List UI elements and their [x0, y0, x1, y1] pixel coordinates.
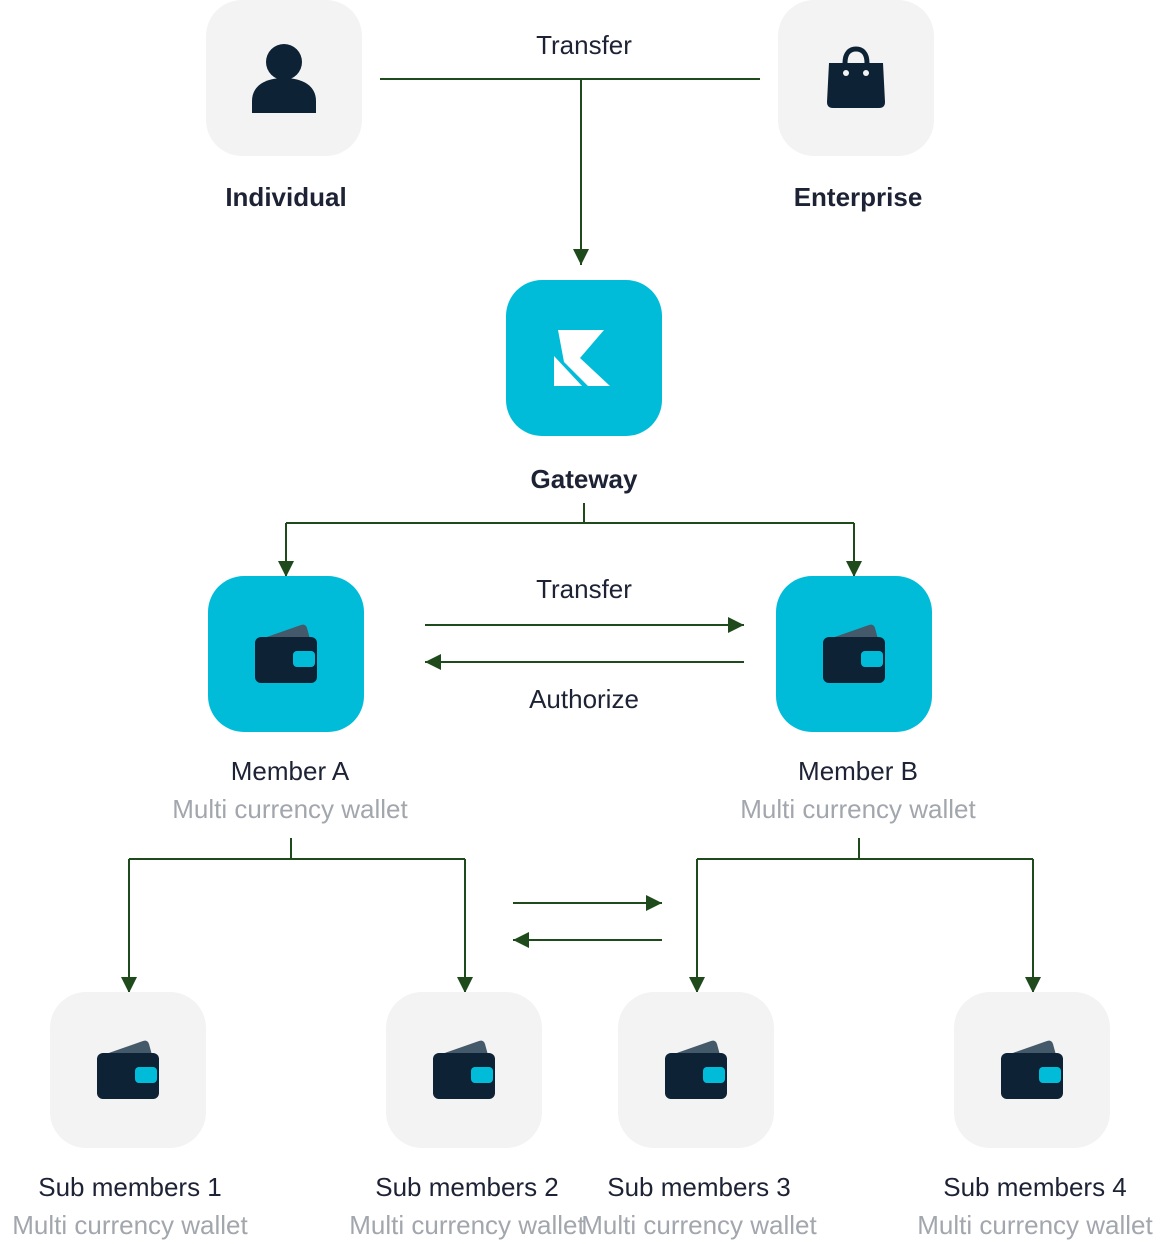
wallet-icon: [433, 1040, 495, 1099]
authorize-label: Authorize: [529, 684, 639, 714]
gateway-logo-icon: [554, 330, 610, 386]
sub-member-4-sublabel: Multi currency wallet: [917, 1210, 1153, 1240]
wallet-icon: [665, 1040, 727, 1099]
transfer-label: Transfer: [536, 574, 632, 604]
gateway-label: Gateway: [530, 464, 638, 494]
sub-member-1-sublabel: Multi currency wallet: [12, 1210, 248, 1240]
enterprise-label: Enterprise: [793, 182, 923, 212]
wallet-icon: [255, 624, 317, 683]
sub-member-4-label: Sub members 4: [943, 1172, 1127, 1202]
sub-member-2-sublabel: Multi currency wallet: [349, 1210, 585, 1240]
wallet-icon: [823, 624, 885, 683]
sub-member-3-label: Sub members 3: [607, 1172, 791, 1202]
transfer-label-top: Transfer: [536, 30, 632, 60]
sub-member-1-label: Sub members 1: [38, 1172, 222, 1202]
sub-member-1-node: [50, 992, 206, 1148]
member-b-label: Member B: [798, 756, 918, 786]
individual-node: [206, 0, 362, 156]
wallet-icon: [97, 1040, 159, 1099]
member-b-sublabel: Multi currency wallet: [740, 794, 976, 824]
sub-member-2-node: [386, 992, 542, 1148]
person-icon: [252, 44, 316, 113]
member-a-label: Member A: [230, 756, 350, 786]
gateway-node: [506, 280, 662, 436]
sub-member-3-node: [618, 992, 774, 1148]
individual-label: Individual: [225, 182, 347, 212]
member-a-node: [208, 576, 364, 732]
sub-member-3-sublabel: Multi currency wallet: [581, 1210, 817, 1240]
enterprise-node: [778, 0, 934, 156]
member-a-sublabel: Multi currency wallet: [172, 794, 408, 824]
member-b-node: [776, 576, 932, 732]
wallet-icon: [1001, 1040, 1063, 1099]
sub-member-4-node: [954, 992, 1110, 1148]
sub-member-2-label: Sub members 2: [375, 1172, 559, 1202]
shopping-bag-icon: [827, 46, 885, 108]
